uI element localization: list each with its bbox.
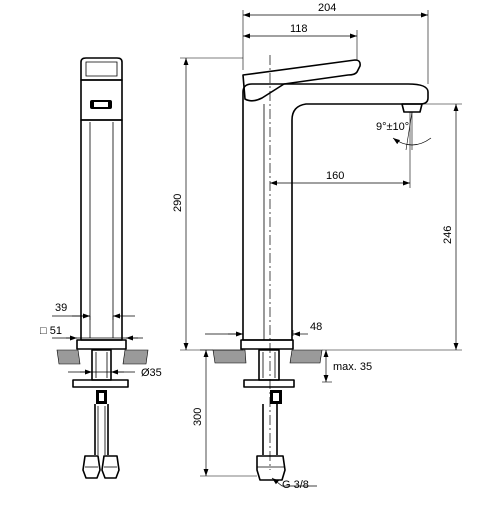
side-fixing-plate (243, 379, 295, 388)
front-countertop-left (56, 349, 81, 365)
front-hose-fitting-left (82, 455, 101, 479)
dim-body-diameter: 39 (55, 302, 67, 314)
side-view: 204 118 160 9°±10° 290 246 48 (172, 2, 462, 491)
side-spout-body (242, 83, 429, 341)
side-base (240, 339, 294, 350)
side-countertop-left (212, 349, 247, 364)
front-base (76, 339, 127, 350)
dim-hose-length: 300 (192, 408, 204, 426)
front-body (80, 119, 123, 341)
dim-hole-diameter: Ø35 (141, 367, 162, 379)
dim-total-height: 290 (172, 194, 184, 212)
side-lever (242, 59, 361, 102)
front-fixing-plate (72, 379, 129, 388)
dim-connection: G 3/8 (282, 479, 309, 491)
dim-overall-reach: 204 (318, 2, 336, 14)
front-shank (91, 349, 112, 381)
dim-outlet-height: 246 (442, 226, 454, 244)
dim-spout-projection: 160 (326, 170, 344, 182)
dim-tilt-angle: 9°±10° (376, 121, 409, 133)
dim-base-width: 48 (310, 321, 322, 333)
side-hose-fitting (256, 455, 286, 481)
front-view: 39 □ 51 Ø35 (40, 57, 162, 479)
side-countertop-right (289, 349, 323, 364)
front-hose-fitting-right (101, 455, 120, 479)
dim-max-thickness: max. 35 (333, 361, 372, 373)
front-lever (80, 57, 123, 81)
dim-base-square: □ 51 (40, 325, 62, 337)
side-aerator (401, 103, 423, 113)
front-countertop-right (122, 349, 149, 365)
side-shank (258, 349, 280, 381)
dim-lever-length: 118 (290, 23, 308, 35)
